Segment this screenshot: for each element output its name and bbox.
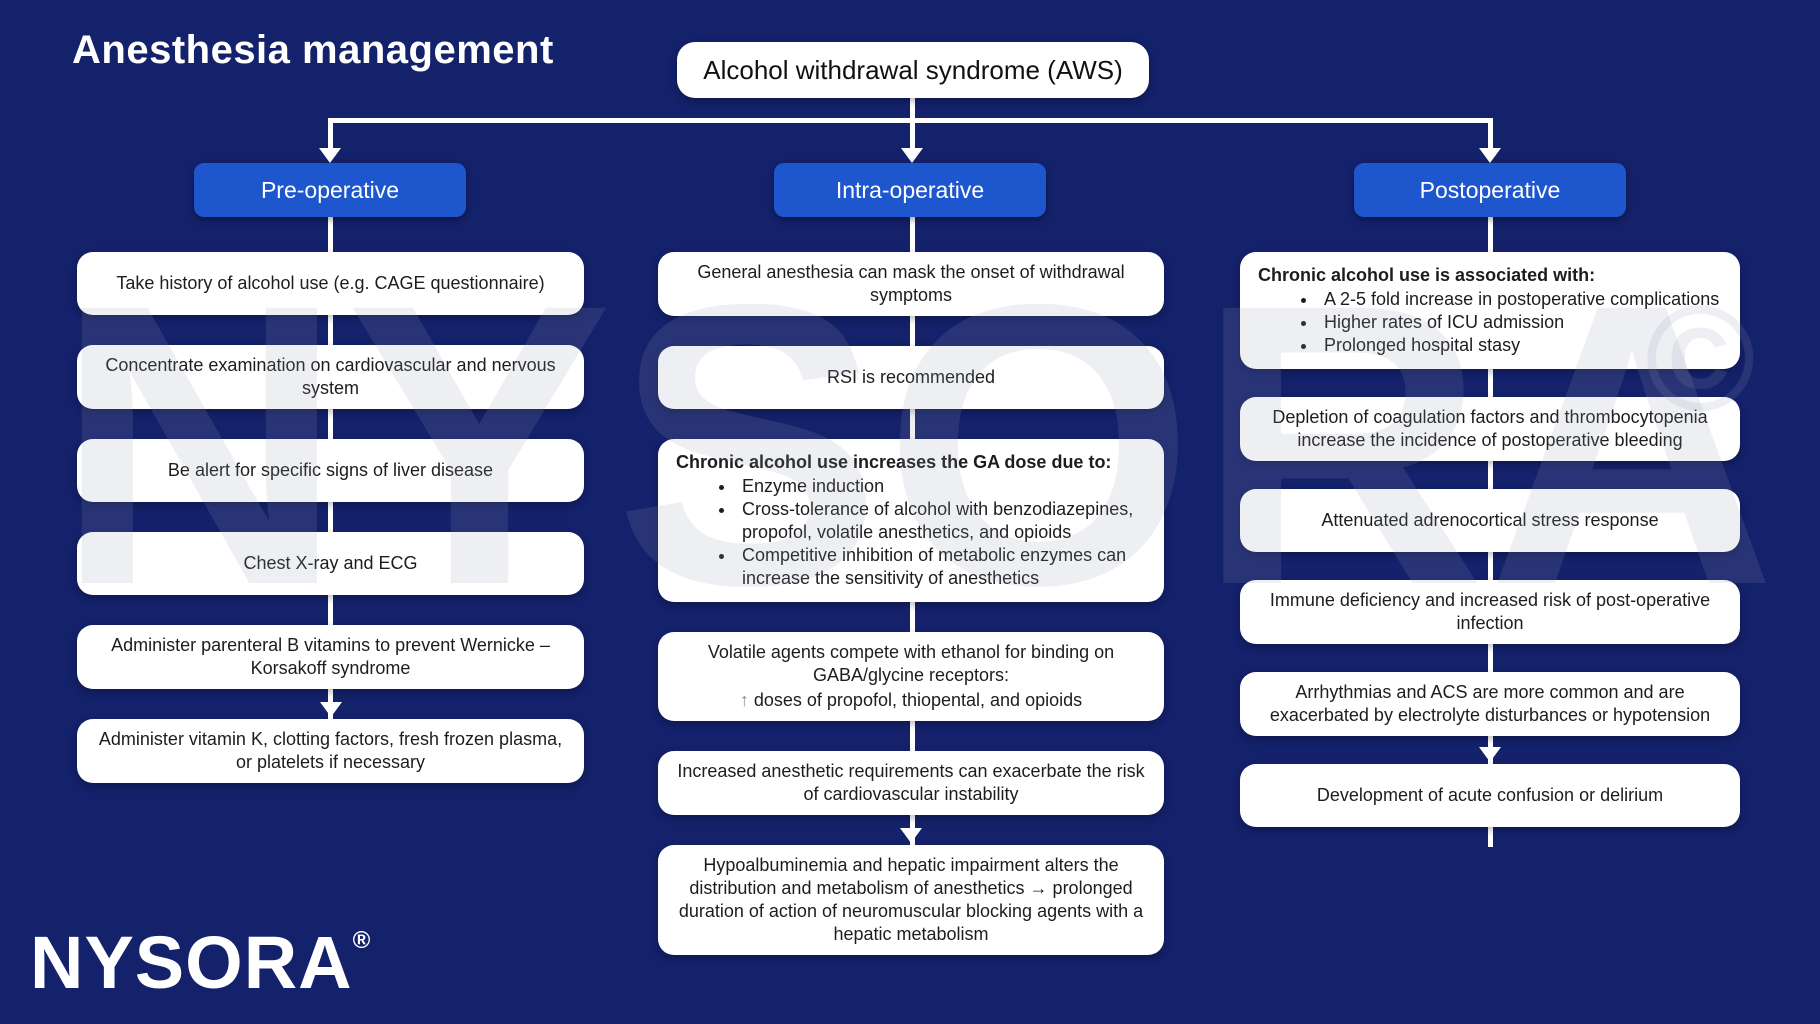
nysora-logo-text: NYSORA (30, 921, 353, 1004)
page-title: Anesthesia management (72, 28, 554, 72)
flow-box: Be alert for specific signs of liver dis… (77, 439, 584, 502)
flow-box: Arrhythmias and ACS are more common and … (1240, 672, 1740, 736)
bullet-item: Cross-tolerance of alcohol with benzodia… (736, 498, 1146, 544)
nysora-logo: NYSORA® (30, 920, 371, 1005)
arrow-down-icon (1479, 148, 1501, 163)
flow-box-text: RSI is recommended (826, 367, 996, 387)
flow-box: RSI is recommended (658, 346, 1164, 409)
phase-button-label: Intra-operative (835, 176, 985, 203)
up-arrow-glyph: ↑ (739, 690, 749, 710)
flow-box-text: Be alert for specific signs of liver dis… (167, 460, 494, 480)
arrow-down-icon (901, 148, 923, 163)
flow-box-subtext: doses of propofol, thiopental, and opioi… (753, 690, 1083, 710)
bullet-item: Enzyme induction (736, 475, 1146, 498)
root-node-aws: Alcohol withdrawal syndrome (AWS) (677, 42, 1149, 98)
flow-box: Development of acute confusion or deliri… (1240, 764, 1740, 827)
flow-box: Concentrate examination on cardiovascula… (77, 345, 584, 409)
phase-button-postoperative: Postoperative (1354, 163, 1626, 217)
bullet-item: Competitive inhibition of metabolic enzy… (736, 544, 1146, 590)
flow-box: Administer vitamin K, clotting factors, … (77, 719, 584, 783)
flow-box: Administer parenteral B vitamins to prev… (77, 625, 584, 689)
flow-box-header: Chronic alcohol use increases the GA dos… (676, 452, 1112, 472)
root-node-label: Alcohol withdrawal syndrome (AWS) (703, 54, 1123, 85)
connector-stub-post (1488, 118, 1493, 148)
flow-box-text: Arrhythmias and ACS are more common and … (1269, 682, 1711, 725)
flow-box: Hypoalbuminemia and hepatic impairment a… (658, 845, 1164, 955)
flow-box-text: Hypoalbuminemia and hepatic impairment a… (678, 855, 1144, 944)
connector-root-stem (910, 96, 915, 120)
flow-box-text: Administer vitamin K, clotting factors, … (98, 729, 563, 772)
phase-button-label: Pre-operative (260, 176, 400, 203)
flow-box-text: General anesthesia can mask the onset of… (697, 262, 1125, 305)
column-pre-operative: Take history of alcohol use (e.g. CAGE q… (77, 252, 584, 783)
column-intra-operative: General anesthesia can mask the onset of… (658, 252, 1164, 955)
flow-box: Volatile agents compete with ethanol for… (658, 632, 1164, 721)
bullet-item: A 2-5 fold increase in postoperative com… (1318, 288, 1719, 311)
connector-stub-pre (328, 118, 333, 148)
flow-box: General anesthesia can mask the onset of… (658, 252, 1164, 316)
phase-button-pre-operative: Pre-operative (194, 163, 466, 217)
flow-box-text: Attenuated adrenocortical stress respons… (1321, 510, 1659, 530)
flow-box-text: Increased anesthetic requirements can ex… (677, 761, 1145, 804)
flow-box-subline: ↑ doses of propofol, thiopental, and opi… (740, 689, 1082, 712)
flow-box: Take history of alcohol use (e.g. CAGE q… (77, 252, 584, 315)
flow-box: Attenuated adrenocortical stress respons… (1240, 489, 1740, 552)
flow-box-text: Take history of alcohol use (e.g. CAGE q… (116, 273, 545, 293)
phase-button-intra-operative: Intra-operative (774, 163, 1046, 217)
registered-trademark-icon: ® (352, 927, 372, 954)
flow-box: Depletion of coagulation factors and thr… (1240, 397, 1740, 461)
flow-box-text: Administer parenteral B vitamins to prev… (111, 635, 550, 678)
flow-box: Chronic alcohol use increases the GA dos… (658, 439, 1164, 602)
flow-box-text: Development of acute confusion or deliri… (1316, 785, 1664, 805)
column-postoperative: Chronic alcohol use is associated with: … (1240, 252, 1740, 827)
arrow-down-icon (319, 148, 341, 163)
flow-box-header: Chronic alcohol use is associated with: (1258, 265, 1596, 285)
bullet-item: Prolonged hospital stasy (1318, 334, 1719, 357)
bullet-list: Enzyme induction Cross-tolerance of alco… (676, 475, 1146, 590)
flow-box-text: Concentrate examination on cardiovascula… (105, 355, 556, 398)
flow-box: Immune deficiency and increased risk of … (1240, 580, 1740, 644)
phase-button-label: Postoperative (1419, 176, 1561, 203)
flow-box-text: Immune deficiency and increased risk of … (1269, 590, 1711, 633)
flow-box: Chest X-ray and ECG (77, 532, 584, 595)
bullet-list: A 2-5 fold increase in postoperative com… (1258, 288, 1719, 357)
flow-box-text: Volatile agents compete with ethanol for… (707, 642, 1115, 685)
flow-box-text: Depletion of coagulation factors and thr… (1272, 407, 1708, 450)
connector-stub-intra (910, 118, 915, 148)
flow-box: Chronic alcohol use is associated with: … (1240, 252, 1740, 369)
flow-box: Increased anesthetic requirements can ex… (658, 751, 1164, 815)
flow-box-text: Chest X-ray and ECG (243, 553, 418, 573)
bullet-item: Higher rates of ICU admission (1318, 311, 1719, 334)
